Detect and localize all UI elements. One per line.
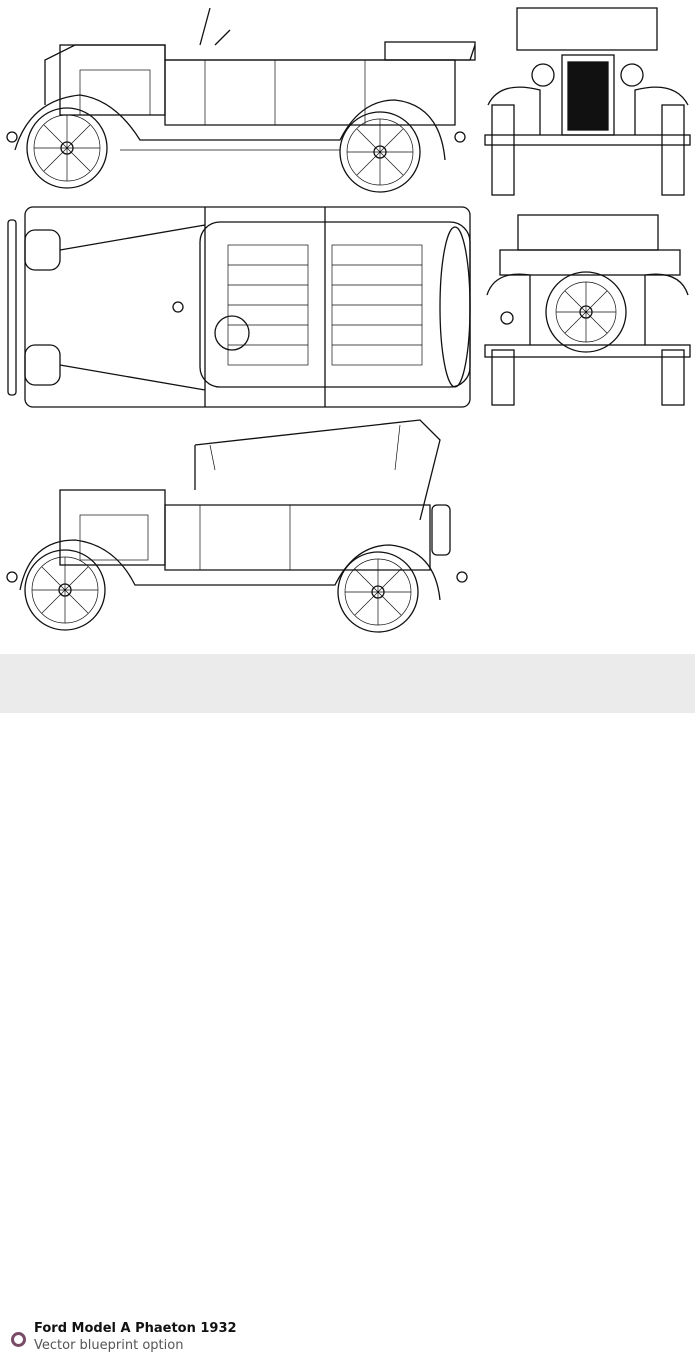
front-view xyxy=(484,7,691,196)
caption-bar: Ford Model A Phaeton 1932 Vector bluepri… xyxy=(0,654,695,1353)
caption-subtitle: Vector blueprint option xyxy=(34,1338,184,1353)
side-view-top-down xyxy=(6,7,476,193)
caption-title: Ford Model A Phaeton 1932 xyxy=(34,1321,237,1336)
ring-bullet-icon xyxy=(11,1332,26,1347)
blueprint-drawing xyxy=(6,7,691,633)
top-view xyxy=(7,206,471,408)
rear-view xyxy=(484,214,691,406)
side-view-top-up xyxy=(6,419,468,633)
